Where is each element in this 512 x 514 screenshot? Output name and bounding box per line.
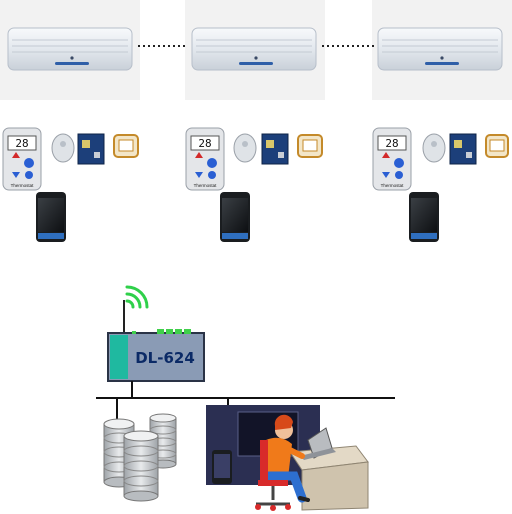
microchip-icon [113,134,139,158]
air-conditioner-icon [377,27,503,71]
remote-display-value: 28 [15,137,28,150]
device-cluster-2: 28 Thermostat [185,127,323,242]
smartphone-icon [36,192,66,242]
device-cluster-1: 28 Thermostat [2,127,139,242]
sensor-icon [233,133,257,163]
remote-control-icon: 28 Thermostat [2,127,42,191]
controller-board-icon [77,133,105,165]
gateway-dl-624: DL-624 [107,285,205,382]
remote-caption: Thermostat [194,183,218,188]
wifi-icon [125,285,149,309]
air-conditioner-3 [377,27,503,71]
sensor-icon [422,133,446,163]
remote-control-icon: 28 Thermostat [185,127,225,191]
gateway-label: DL-624 [135,349,195,367]
device-cluster-3: 28 Thermostat [372,127,509,242]
database-cluster [103,413,177,502]
remote-caption: Thermostat [381,183,405,188]
air-conditioner-1 [7,27,133,71]
air-conditioner-icon [191,27,317,71]
remote-display-value: 28 [385,137,398,150]
database-icon [123,430,159,502]
sensor-icon [51,133,75,163]
smartphone-icon [409,192,439,242]
controller-board-icon [449,133,477,165]
remote-caption: Thermostat [11,183,35,188]
workstation-icon [206,405,369,511]
microchip-icon [485,134,509,158]
air-conditioner-icon [7,27,133,71]
microchip-icon [297,134,323,158]
remote-control-icon: 28 Thermostat [372,127,412,191]
smartphone-icon [220,192,250,242]
air-conditioner-2 [191,27,317,71]
controller-board-icon [261,133,289,165]
remote-display-value: 28 [198,137,211,150]
